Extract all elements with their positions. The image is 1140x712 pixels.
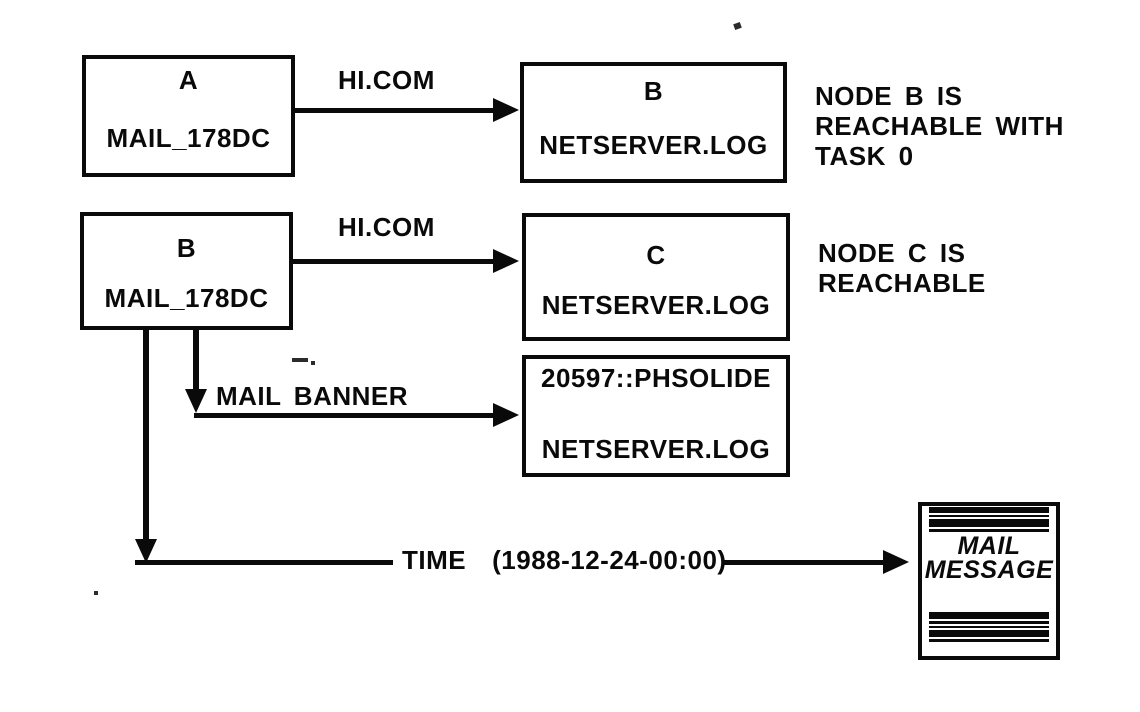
time-shaft-right	[723, 560, 883, 565]
annotation-node-c: NODE C IS REACHABLE	[818, 238, 986, 298]
annotation-node-b: NODE B IS REACHABLE WITH TASK 0	[815, 81, 1064, 171]
node-box-phsolide: 20597::PHSOLIDE NETSERVER.LOG	[522, 355, 790, 477]
node-title: A	[178, 65, 199, 95]
mail-banner-drop-line	[193, 330, 199, 390]
scan-artifact-speck	[733, 21, 742, 31]
arrow-a-b-shaft	[295, 108, 495, 113]
time-label-text: TIME	[402, 545, 467, 575]
annotation-line: REACHABLE WITH	[815, 111, 1064, 141]
node-box-a: A MAIL_178DC	[82, 55, 295, 177]
mail-message-icon: MAIL MESSAGE	[918, 502, 1060, 660]
scan-artifact-dash	[292, 358, 308, 362]
mail-message-label: MAIL MESSAGE	[922, 532, 1056, 584]
node-box-c: C NETSERVER.LOG	[522, 213, 790, 341]
edge-label-hicom-2: HI.COM	[338, 212, 435, 242]
node-title: 20597::PHSOLIDE	[540, 363, 772, 393]
node-subtitle: NETSERVER.LOG	[541, 290, 771, 320]
mail-text-bars-bottom	[929, 612, 1049, 642]
scan-artifact-dot-bottom	[94, 591, 98, 595]
annotation-line: NODE C IS	[818, 238, 966, 268]
time-value-text: (1988-12-24-00:00)	[492, 545, 727, 575]
time-head-icon	[883, 550, 909, 574]
node-box-b-top: B NETSERVER.LOG	[520, 62, 787, 183]
annotation-line: REACHABLE	[818, 268, 986, 298]
arrow-b-c-head-icon	[493, 249, 519, 273]
time-down-arrowhead-icon	[135, 539, 157, 563]
annotation-line: TASK 0	[815, 141, 914, 171]
node-subtitle: NETSERVER.LOG	[539, 130, 768, 160]
scan-artifact-dot	[311, 361, 315, 365]
arrow-b-c-shaft	[293, 259, 495, 264]
node-title: B	[643, 76, 664, 106]
node-title: B	[176, 233, 197, 263]
edge-label-hicom-1: HI.COM	[338, 65, 435, 95]
mail-message-line: MAIL	[957, 532, 1021, 560]
annotation-line: NODE B IS	[815, 81, 963, 111]
arrow-a-b-head-icon	[493, 98, 519, 122]
node-subtitle: MAIL_178DC	[104, 283, 269, 313]
edge-label-mail-banner: MAIL BANNER	[216, 381, 409, 411]
node-title: C	[646, 240, 666, 270]
mail-banner-down-arrowhead-icon	[185, 389, 207, 413]
edge-label-time: TIME (1988-12-24-00:00)	[402, 545, 727, 575]
node-subtitle: NETSERVER.LOG	[541, 434, 771, 464]
mail-banner-shaft	[194, 413, 494, 418]
node-subtitle: MAIL_178DC	[106, 123, 271, 153]
time-drop-line	[143, 330, 149, 540]
mail-banner-head-icon	[493, 403, 519, 427]
mail-text-bars-top	[929, 507, 1049, 532]
time-shaft-left	[135, 560, 393, 565]
node-box-b-left: B MAIL_178DC	[80, 212, 293, 330]
mail-message-line: MESSAGE	[924, 556, 1054, 584]
